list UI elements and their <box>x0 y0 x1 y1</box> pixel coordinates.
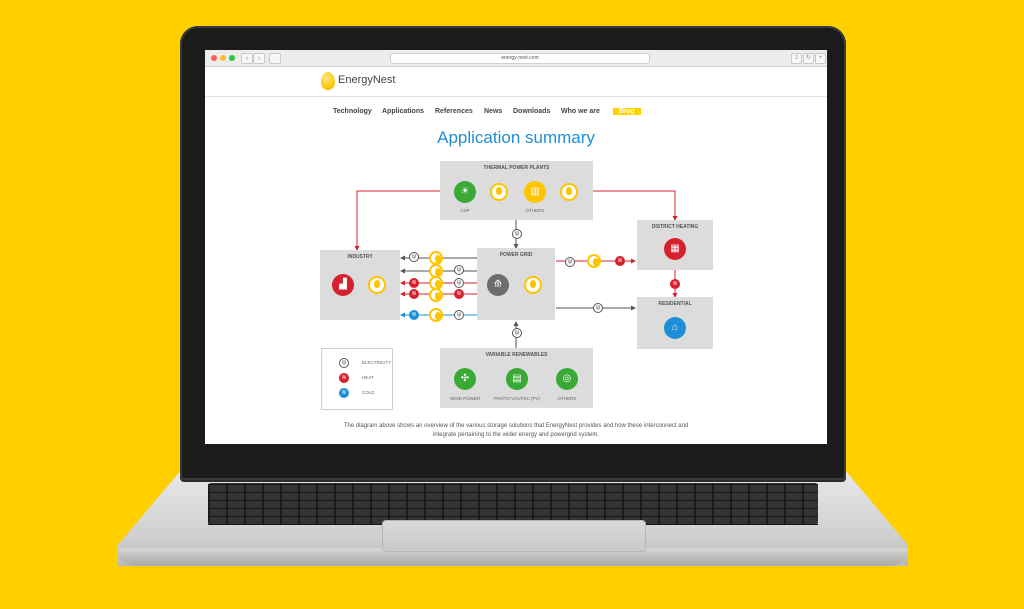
nav-downloads[interactable]: Downloads <box>513 108 551 115</box>
minimize-window-icon[interactable] <box>220 55 226 61</box>
residential-box[interactable]: RESIDENTIAL ⌂ <box>637 297 713 349</box>
storage-egg-icon <box>429 251 443 265</box>
back-button[interactable]: ‹ <box>241 53 253 64</box>
heat-icon: ≋ <box>615 256 625 266</box>
electricity-icon: ψ <box>512 328 522 338</box>
storage-egg-icon <box>368 276 386 294</box>
browser-window: ‹ › energy-nest.com ⇪ ↻ + EnergyNest Tec… <box>205 50 827 444</box>
sidebar-toggle-icon[interactable] <box>269 53 281 64</box>
residential-label: RESIDENTIAL <box>658 301 692 307</box>
diagram-caption: The diagram above shows an overview of t… <box>205 422 827 440</box>
address-bar[interactable]: energy-nest.com <box>390 53 650 64</box>
heat-icon: ≋ <box>454 289 464 299</box>
egg-logo-icon <box>321 72 335 90</box>
caption-line-1: The diagram above shows an overview of t… <box>343 423 689 429</box>
heat-line-to-district <box>593 190 678 221</box>
electricity-icon: ψ <box>409 252 419 262</box>
electricity-icon: ψ <box>454 278 464 288</box>
renewables-label: VARIABLE RENEWABLES <box>485 352 548 358</box>
close-window-icon[interactable] <box>211 55 217 61</box>
csp-label: CSP <box>460 208 470 213</box>
storage-egg-icon <box>587 254 601 268</box>
heat-icon: ≋ <box>339 373 349 383</box>
nav-who-we-are[interactable]: Who we are <box>561 108 600 115</box>
thermal-power-plants-box[interactable]: THERMAL POWER PLANTS ☀ ▥ CSP OTHERS <box>440 161 593 220</box>
forward-button[interactable]: › <box>253 53 265 64</box>
solar-panel-icon: ▤ <box>506 368 528 390</box>
heat-icon: ≋ <box>409 278 419 288</box>
wind-turbine-icon: ✣ <box>454 368 476 390</box>
caption-line-2: integrate pertaining to the wider energy… <box>432 432 600 438</box>
trackpad <box>382 520 646 552</box>
electricity-icon: ψ <box>512 229 522 239</box>
thermal-label: THERMAL POWER PLANTS <box>483 165 550 171</box>
reload-button[interactable]: ↻ <box>803 53 814 64</box>
pylon-icon: ⟰ <box>487 274 509 296</box>
nav-applications[interactable]: Applications <box>382 108 425 115</box>
electricity-icon: ψ <box>454 310 464 320</box>
electricity-icon: ψ <box>339 358 349 368</box>
renewables-others-label: OTHERS <box>557 396 577 401</box>
csp-icon: ☀ <box>454 181 476 203</box>
cold-icon: ≋ <box>409 310 419 320</box>
keyboard-rows <box>208 483 818 525</box>
buildings-icon: ▦ <box>664 238 686 260</box>
industry-box[interactable]: INDUSTRY ▟ <box>320 250 400 320</box>
browser-toolbar: ‹ › energy-nest.com ⇪ ↻ + <box>205 50 827 67</box>
nav-blog[interactable]: Blog <box>613 108 641 115</box>
storage-egg-icon <box>429 308 443 322</box>
grid-label: POWER GRID <box>499 252 533 258</box>
diagram-legend: ψ ELECTRICITY ≋ HEAT ≋ COLD <box>321 348 393 410</box>
legend-heat: HEAT <box>362 375 374 380</box>
wave-others-icon: ◎ <box>556 368 578 390</box>
storage-egg-icon <box>490 183 508 201</box>
house-icon: ⌂ <box>664 317 686 339</box>
nav-news[interactable]: News <box>484 108 503 115</box>
electricity-icon: ψ <box>593 303 603 313</box>
variable-renewables-box[interactable]: VARIABLE RENEWABLES ✣ ▤ ◎ WIND POWER PHO… <box>440 348 593 408</box>
zoom-window-icon[interactable] <box>229 55 235 61</box>
pv-label: PHOTO VOLTAIC (PV) <box>493 396 540 401</box>
laptop-base-edge <box>118 548 908 566</box>
header-divider <box>205 96 827 97</box>
legend-cold: COLD <box>362 390 375 395</box>
storage-egg-icon <box>560 183 578 201</box>
district-heating-box[interactable]: DISTRICT HEATING ▦ <box>637 220 713 270</box>
storage-egg-icon <box>524 276 542 294</box>
heat-line-to-industry <box>354 190 440 251</box>
new-tab-button[interactable]: + <box>815 53 826 64</box>
share-button[interactable]: ⇪ <box>791 53 802 64</box>
electricity-icon: ψ <box>454 265 464 275</box>
thermal-others-label: OTHERS <box>525 208 545 213</box>
factory-icon: ▟ <box>332 274 354 296</box>
heat-icon: ≋ <box>409 289 419 299</box>
heat-icon: ≋ <box>670 279 680 289</box>
factory-others-icon: ▥ <box>524 181 546 203</box>
page-title: Application summary <box>437 128 595 147</box>
legend-electricity: ELECTRICITY <box>362 360 392 365</box>
nav-technology[interactable]: Technology <box>333 108 372 115</box>
cold-icon: ≋ <box>339 388 349 398</box>
industry-label: INDUSTRY <box>347 254 373 260</box>
storage-egg-icon <box>429 288 443 302</box>
power-grid-box[interactable]: POWER GRID ⟰ <box>477 248 555 320</box>
district-label: DISTRICT HEATING <box>651 224 699 230</box>
wind-power-label: WIND POWER <box>449 396 481 401</box>
nav-references[interactable]: References <box>435 108 473 115</box>
electricity-icon: ψ <box>565 257 575 267</box>
logo-text: EnergyNest <box>338 74 396 86</box>
